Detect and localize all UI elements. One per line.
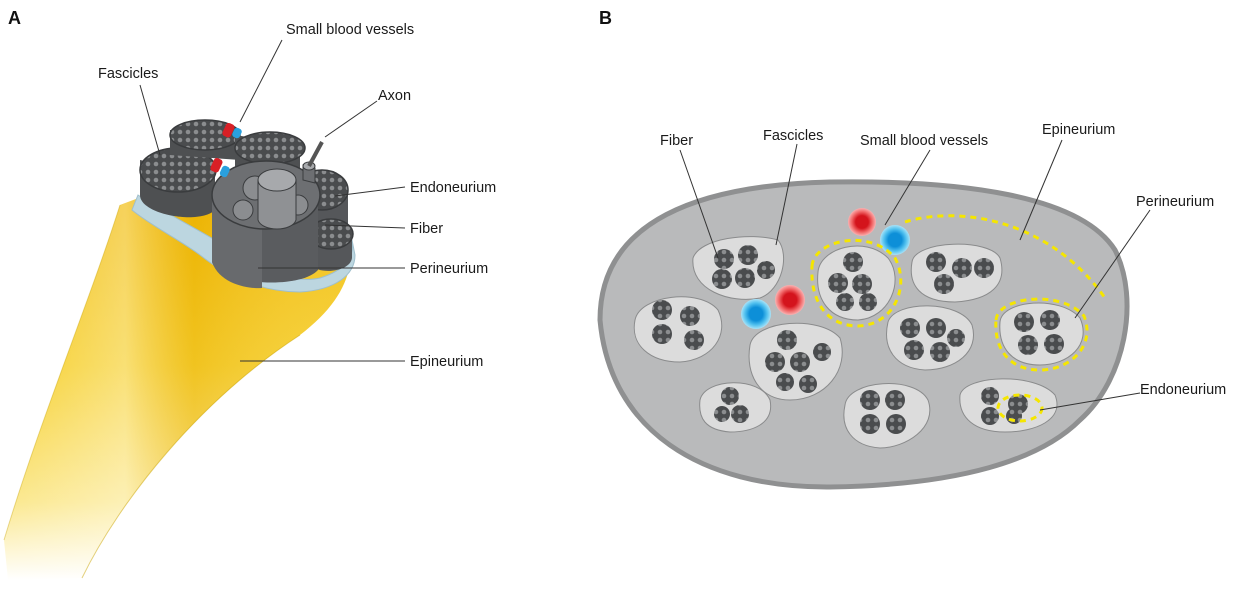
perineurium-highlight [994,297,1089,372]
label-a-perineurium: Perineurium [410,261,488,277]
fascicle-5 [748,322,843,401]
fascicle-4 [633,296,723,363]
leader-b-small-blood-vessels [884,149,931,226]
vein [741,299,771,329]
leader-b-endoneurium [1039,392,1141,411]
leader-b-fiber [679,149,719,259]
dashed-highlights [810,214,1107,423]
panel-b-cross-section: Fiber Fascicles Small blood vessels Epin… [597,122,1226,490]
leader-b-epineurium [1019,139,1063,241]
panel-b-letter: B [599,8,612,28]
artery [848,208,876,236]
label-a-fascicles: Fascicles [98,66,158,82]
vein [880,225,910,255]
leader-b-perineurium [1074,209,1151,319]
label-a-axon: Axon [378,88,411,104]
label-b-small-blood-vessels: Small blood vessels [860,133,988,149]
panel-a-letter: A [8,8,21,28]
artery [775,285,805,315]
leader-a-axon [324,100,378,138]
fascicle-bundle [139,119,354,289]
label-a-epineurium: Epineurium [410,354,483,370]
label-b-fascicles: Fascicles [763,128,823,144]
panel-a-nerve-illustration: Small blood vessels Fascicles Axon Endon… [3,22,496,580]
fascicle-8 [699,382,772,433]
fascicle-6 [886,305,974,371]
panel-a-blood-vessels [210,122,242,178]
label-a-endoneurium: Endoneurium [410,180,496,196]
epineurium-highlight [904,214,1107,299]
fascicle-3 [910,243,1003,303]
panel-b-blood-vessels [741,208,910,329]
fascicle-9 [843,383,931,449]
fascicle-2 [817,245,896,321]
label-b-perineurium: Perineurium [1136,194,1214,210]
leader-a-small-blood-vessels [239,39,283,123]
leader-b-fascicles [775,143,798,246]
leader-a-fascicles [139,84,161,156]
label-b-fiber: Fiber [660,133,693,149]
label-b-endoneurium: Endoneurium [1140,382,1226,398]
fascicle-10 [959,378,1058,433]
leader-a-endoneurium [334,186,406,197]
label-a-fiber: Fiber [410,221,443,237]
endoneurium-highlight [996,393,1044,423]
label-b-epineurium: Epineurium [1042,122,1115,138]
leader-a-fiber [324,224,406,229]
label-a-small-blood-vessels: Small blood vessels [286,22,414,38]
perineurium-highlight-fascicle [810,238,903,328]
fascicle-7 [999,302,1084,366]
